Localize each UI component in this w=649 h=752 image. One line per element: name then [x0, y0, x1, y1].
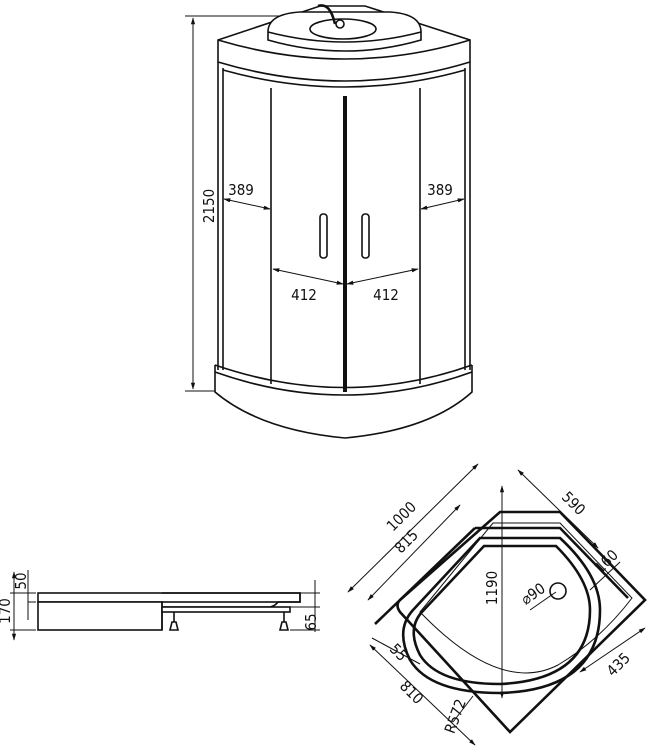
rim-width-label: 55 — [386, 640, 411, 665]
side-view: 170 50 65 — [0, 570, 320, 641]
shower-head-icon — [335, 19, 345, 29]
overall-side-label: 1000 — [383, 498, 420, 535]
front-view: 2150 389 — [185, 4, 473, 439]
handle-right-icon — [361, 213, 370, 259]
lower-side-label: 810 — [396, 677, 427, 708]
door-left-label: 412 — [291, 286, 317, 304]
side-panel-left-label: 389 — [228, 181, 254, 199]
drain-icon — [549, 582, 567, 600]
leg-right-icon — [278, 621, 290, 631]
cabin-roof — [217, 4, 471, 82]
shower-hose — [317, 4, 337, 25]
door-handles — [319, 213, 370, 259]
height-label: 2150 — [200, 189, 218, 223]
top-view: 1000 815 590 160 ⌀90 1190 55 810 R572 43… — [347, 463, 647, 746]
radius-label: R572 — [441, 697, 470, 736]
cabin-base-tray — [214, 364, 473, 439]
diagonal-depth-label: 1190 — [483, 571, 501, 605]
side-panel-right-label: 389 — [427, 181, 453, 199]
cabin-frame — [217, 62, 471, 392]
door-right-label: 412 — [373, 286, 399, 304]
tray-rim-label: 50 — [12, 572, 30, 589]
tray-height-label: 170 — [0, 598, 14, 624]
leg-height-label: 65 — [302, 613, 320, 630]
leg-left-icon — [168, 621, 180, 631]
handle-left-icon — [319, 213, 328, 259]
